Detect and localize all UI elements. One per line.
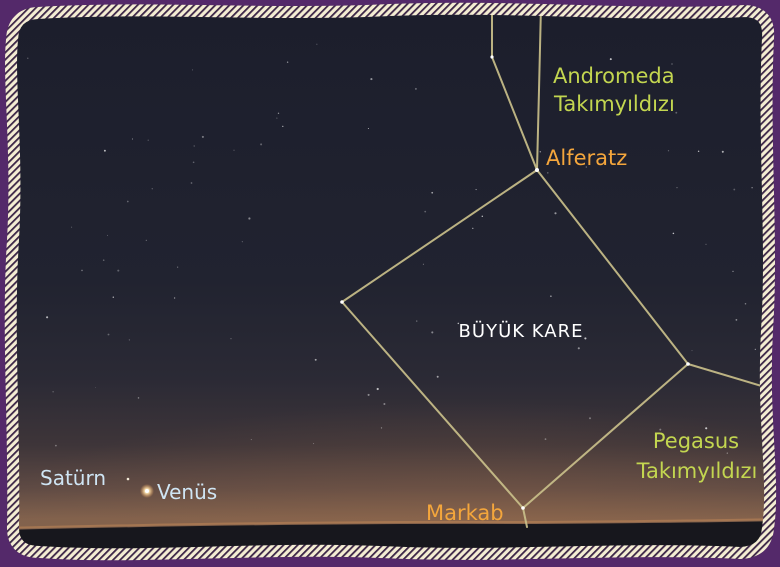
andromeda-name-label: Andromeda (553, 64, 675, 88)
alferatz-star (535, 168, 539, 172)
background-star (192, 69, 193, 70)
background-star (194, 145, 195, 146)
background-star (233, 150, 234, 151)
background-star (722, 151, 724, 153)
background-star (547, 172, 548, 173)
background-star (437, 376, 439, 378)
background-star (230, 338, 231, 339)
background-star (733, 189, 735, 191)
pegasus-type-label: Takımyıldızı (636, 459, 758, 483)
background-star (610, 58, 612, 60)
background-star (668, 150, 669, 151)
background-star (287, 62, 288, 63)
saturn-dot (127, 478, 130, 481)
background-star (315, 359, 317, 361)
background-star (117, 270, 119, 272)
background-star (313, 443, 314, 444)
background-star (381, 427, 382, 428)
background-star (554, 212, 556, 214)
background-star (416, 321, 417, 322)
square-east-star (686, 362, 690, 366)
background-star (472, 228, 473, 229)
background-star (677, 187, 678, 188)
background-star (584, 337, 586, 339)
pegasus-name-label: Pegasus (653, 429, 739, 453)
background-star (368, 394, 370, 396)
background-star (476, 189, 477, 190)
andromeda-star (490, 55, 493, 58)
background-star (589, 417, 591, 419)
background-star (242, 241, 243, 242)
background-star (735, 319, 737, 321)
background-star (46, 316, 48, 318)
saturn-label: Satürn (40, 466, 106, 490)
background-star (370, 78, 372, 80)
background-star (578, 347, 580, 349)
background-star (276, 118, 277, 119)
great-square-label: BÜYÜK KARE (459, 320, 584, 342)
background-star (698, 151, 699, 152)
background-star (745, 303, 747, 305)
background-star (550, 295, 552, 297)
background-star (383, 403, 385, 405)
venus-dot (145, 489, 149, 493)
background-star (193, 161, 195, 163)
background-star (368, 128, 369, 129)
markab-star (521, 506, 525, 510)
background-star (260, 143, 262, 145)
background-star (377, 388, 379, 390)
background-star (431, 331, 433, 333)
background-star (675, 112, 677, 114)
background-star (424, 211, 426, 213)
background-star (251, 439, 252, 440)
alferatz-label: Alferatz (546, 146, 627, 170)
background-star (104, 150, 106, 152)
background-star (202, 136, 204, 138)
square-west-star (340, 300, 344, 304)
background-star (278, 113, 279, 114)
background-star (545, 438, 547, 440)
venus-label: Venüs (157, 480, 217, 504)
background-star (415, 88, 417, 90)
background-star (751, 187, 752, 188)
markab-label: Markab (426, 501, 504, 525)
background-star (732, 271, 733, 272)
background-star (673, 233, 675, 235)
background-star (705, 244, 706, 245)
background-star (55, 445, 57, 447)
background-star (81, 270, 83, 272)
background-star (423, 264, 424, 265)
andromeda-type-label: Takımyıldızı (553, 92, 675, 116)
background-star (148, 140, 149, 141)
background-star (132, 139, 133, 140)
background-star (691, 350, 692, 351)
background-star (482, 216, 483, 217)
background-star (282, 126, 283, 127)
background-star (113, 297, 114, 298)
background-star (71, 227, 72, 228)
background-star (129, 339, 130, 340)
background-star (755, 349, 756, 350)
background-star (107, 235, 108, 236)
background-star (108, 334, 110, 336)
background-star (52, 391, 53, 392)
background-star (103, 259, 105, 261)
background-star (540, 151, 541, 152)
background-star (174, 297, 175, 298)
background-star (248, 217, 250, 219)
background-star (431, 192, 433, 194)
background-star (191, 182, 193, 184)
background-star (177, 267, 178, 268)
background-star (27, 58, 28, 59)
background-star (316, 44, 317, 45)
background-star (127, 201, 129, 203)
background-star (138, 397, 140, 399)
background-star (95, 387, 96, 388)
background-star (146, 240, 147, 241)
background-star (152, 188, 153, 189)
